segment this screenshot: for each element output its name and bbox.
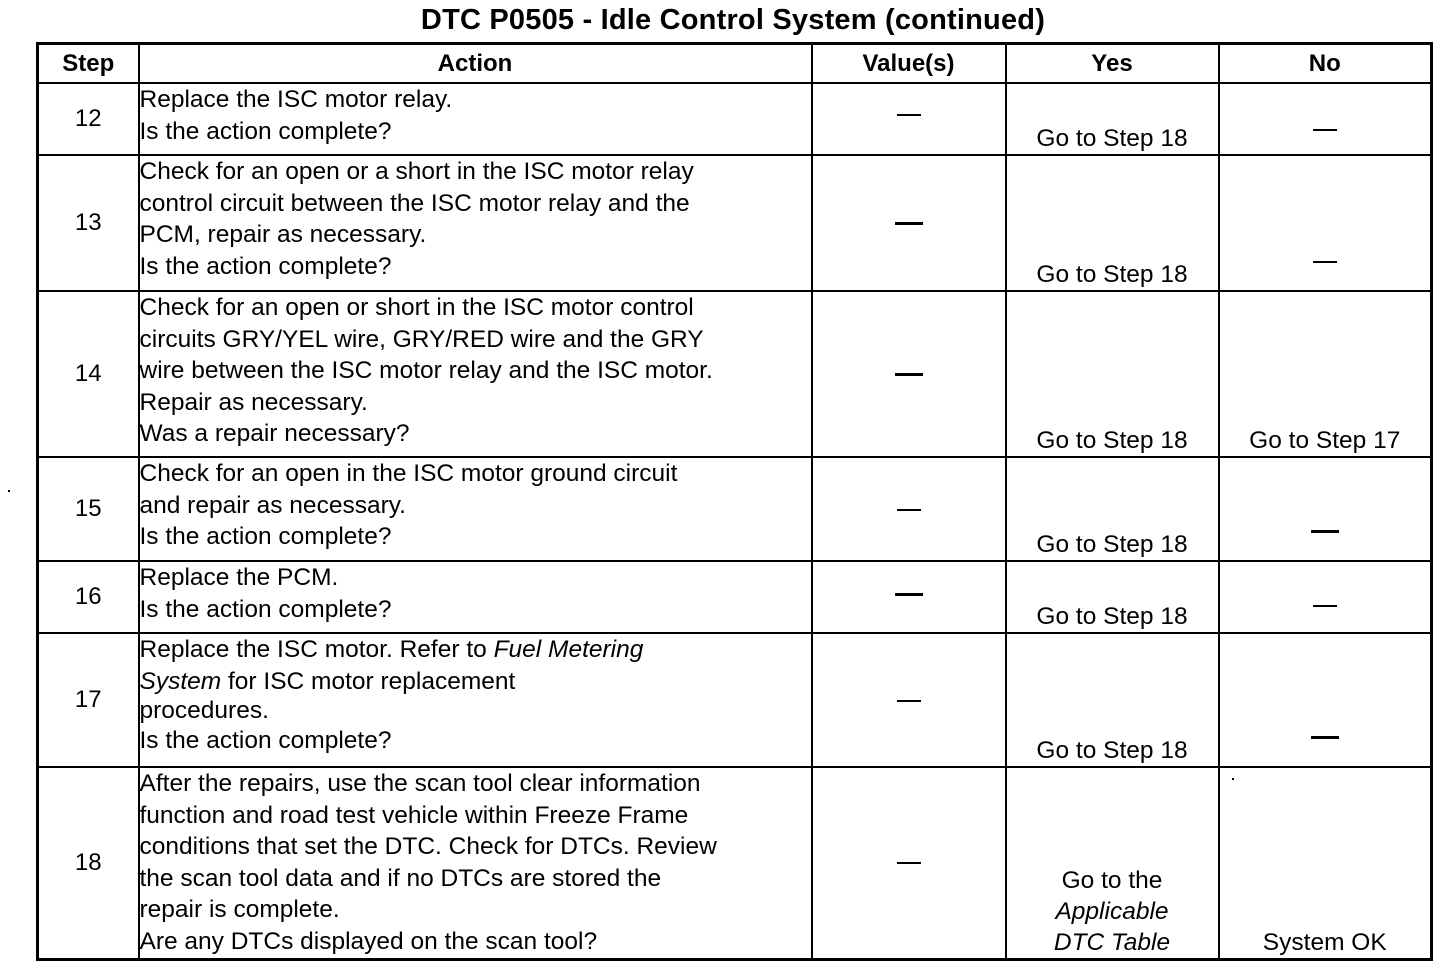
column-header-action: Action: [137, 42, 813, 84]
value-cell: —: [810, 766, 1007, 960]
value-dash: [896, 508, 921, 511]
action-cell: Replace the PCM. Is the action complete?: [137, 560, 813, 634]
step-number: 12: [36, 82, 140, 156]
action-cell: Replace the ISC motor relay. Is the acti…: [137, 82, 813, 156]
action-cell: Check for an open or a short in the ISC …: [137, 154, 813, 292]
action-line: conditions that set the DTC. Check for D…: [139, 833, 717, 860]
column-header-yes: Yes: [1004, 42, 1220, 84]
yes-line: Go to the: [1061, 866, 1163, 894]
value-dash: [894, 222, 923, 226]
yes-cell: Go to the Applicable DTC Table: [1004, 766, 1220, 960]
table-row: 13 Check for an open or a short in the I…: [36, 154, 1433, 292]
action-line: and repair as necessary.: [139, 491, 406, 519]
no-cell: —: [1217, 456, 1433, 562]
no-dash: [1312, 604, 1337, 607]
step-number: 14: [36, 290, 140, 458]
step-number: 15: [36, 456, 140, 562]
action-line: Replace the PCM.: [139, 564, 339, 591]
table-row: 16 Replace the PCM. Is the action comple…: [36, 560, 1433, 634]
value-dash: [896, 699, 921, 702]
action-line: PCM, repair as necessary.: [139, 221, 427, 248]
action-line: repair is complete.: [139, 896, 340, 923]
action-line: procedures.: [139, 697, 269, 724]
step-number: 17: [36, 632, 140, 768]
step-number: 18: [36, 766, 140, 960]
scan-speck: [8, 490, 10, 492]
no-cell: —: [1217, 560, 1433, 634]
action-line: function and road test vehicle within Fr…: [139, 801, 689, 829]
value-dash: [896, 113, 921, 116]
value-cell: —: [810, 154, 1007, 292]
action-line: Check for an open in the ISC motor groun…: [139, 460, 678, 487]
action-line: wire between the ISC motor relay and the…: [139, 357, 713, 384]
value-dash: [894, 593, 923, 597]
value-cell: —: [810, 82, 1007, 156]
action-question: Are any DTCs displayed on the scan tool?: [139, 927, 598, 955]
no-cell: —: [1217, 632, 1433, 768]
table-row: 12 Replace the ISC motor relay. Is the a…: [36, 82, 1433, 156]
value-cell: —: [810, 456, 1007, 562]
yes-line: Applicable: [1055, 897, 1169, 925]
table-row: 18 After the repairs, use the scan tool …: [36, 766, 1433, 960]
action-line: circuits GRY/YEL wire, GRY/RED wire and …: [139, 325, 704, 353]
no-dash: [1312, 260, 1337, 263]
action-line: Repair as necessary.: [139, 388, 368, 416]
action-cell: Check for an open or short in the ISC mo…: [137, 290, 813, 458]
no-dash: [1310, 530, 1339, 534]
table-header-row: Step Action Value(s) Yes No: [36, 42, 1433, 84]
action-line: System for ISC motor replacement: [139, 667, 516, 695]
action-cell: Replace the ISC motor. Refer to Fuel Met…: [137, 632, 813, 768]
scan-speck: [1232, 778, 1234, 780]
action-line: Check for an open or short in the ISC mo…: [139, 294, 694, 321]
yes-cell: Go to Step 18: [1004, 82, 1220, 156]
action-line: Replace the ISC motor. Refer to Fuel Met…: [139, 636, 644, 663]
no-cell: System OK: [1217, 766, 1433, 960]
value-dash: [896, 862, 921, 865]
action-question: Is the action complete?: [139, 523, 392, 550]
action-question: Is the action complete?: [139, 595, 392, 623]
yes-cell: Go to Step 18: [1004, 560, 1220, 634]
action-cell: Check for an open in the ISC motor groun…: [137, 456, 813, 562]
table-row: 17 Replace the ISC motor. Refer to Fuel …: [36, 632, 1433, 768]
value-dash: [894, 373, 923, 377]
no-cell: —: [1217, 154, 1433, 292]
table-row: 15 Check for an open in the ISC motor gr…: [36, 456, 1433, 562]
yes-cell: Go to Step 18: [1004, 456, 1220, 562]
table-row: 14 Check for an open or short in the ISC…: [36, 290, 1433, 458]
action-line: Check for an open or a short in the ISC …: [139, 158, 694, 185]
action-question: Is the action complete?: [139, 252, 392, 280]
step-number: 16: [36, 560, 140, 634]
yes-cell: Go to Step 18: [1004, 290, 1220, 458]
value-cell: —: [810, 560, 1007, 634]
action-line: the scan tool data and if no DTCs are st…: [139, 864, 662, 892]
column-header-no: No: [1217, 42, 1433, 84]
action-question: Is the action complete?: [139, 117, 392, 145]
yes-line: DTC Table: [1053, 928, 1171, 956]
action-line: Replace the ISC motor relay.: [139, 86, 453, 113]
action-question: Was a repair necessary?: [139, 420, 410, 447]
no-dash: [1310, 736, 1339, 740]
reference-link-text: Fuel Metering: [493, 636, 644, 663]
value-cell: —: [810, 632, 1007, 768]
action-line: After the repairs, use the scan tool cle…: [139, 770, 701, 797]
no-cell: Go to Step 17: [1217, 290, 1433, 458]
step-number: 13: [36, 154, 140, 292]
column-header-step: Step: [36, 42, 140, 84]
action-line: control circuit between the ISC motor re…: [139, 189, 690, 217]
no-cell: —: [1217, 82, 1433, 156]
action-question: Is the action complete?: [139, 727, 392, 754]
page-title: DTC P0505 - Idle Control System (continu…: [420, 4, 1046, 36]
action-cell: After the repairs, use the scan tool cle…: [137, 766, 813, 960]
column-header-values: Value(s): [810, 42, 1007, 84]
yes-cell: Go to Step 18: [1004, 154, 1220, 292]
value-cell: —: [810, 290, 1007, 458]
no-dash: [1312, 128, 1337, 131]
yes-cell: Go to Step 18: [1004, 632, 1220, 768]
diagnostic-table: Step Action Value(s) Yes No 12 Replace t…: [36, 42, 1433, 961]
reference-link-text: System: [139, 667, 222, 695]
